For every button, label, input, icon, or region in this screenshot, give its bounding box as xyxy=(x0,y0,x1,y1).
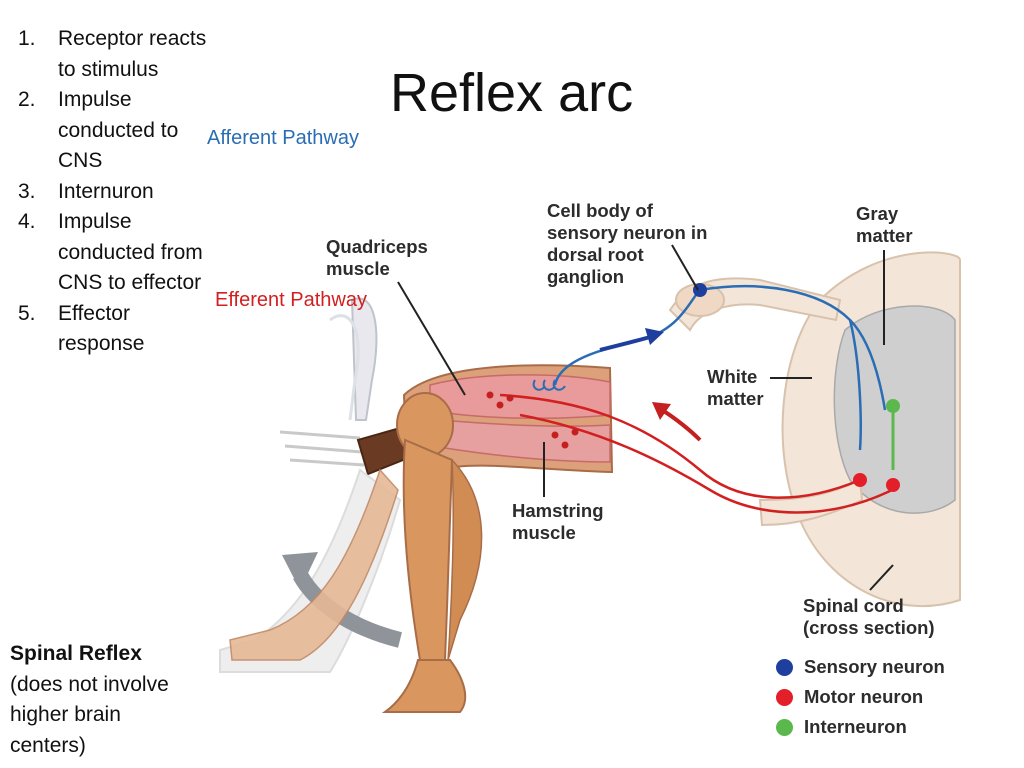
cell-body-label-line: sensory neuron in xyxy=(547,222,708,243)
step-text: Effector response xyxy=(58,301,145,356)
legend-label: Interneuron xyxy=(804,716,907,737)
step-item: 3. Internuron xyxy=(18,177,208,208)
spinal-reflex-line: (does not involve xyxy=(10,672,169,696)
white-matter-label-line: White xyxy=(707,366,758,387)
spinal-cord-label: Spinal cord (cross section) xyxy=(803,595,935,639)
motor-neuron-dot-icon xyxy=(776,688,793,706)
spinal-reflex-line: higher brain xyxy=(10,703,121,726)
neuron-legend: Sensory neuron Motor neuron Interneuron xyxy=(776,652,945,742)
efferent-pathway-label: Efferent Pathway xyxy=(215,289,367,311)
afferent-arrow-icon xyxy=(599,328,664,352)
motor-neuron-path xyxy=(499,393,893,514)
gray-matter-label: Gray matter xyxy=(856,203,913,247)
step-number: 1. xyxy=(18,27,36,50)
hammer-motion-lines xyxy=(279,430,365,467)
hamstring-label-line: muscle xyxy=(512,522,576,543)
afferent-pathway-label: Afferent Pathway xyxy=(207,127,359,149)
legend-item: Interneuron xyxy=(776,712,945,742)
step-number: 4. xyxy=(18,210,36,233)
legend-item: Motor neuron xyxy=(776,682,945,712)
white-matter-label: White matter xyxy=(707,366,764,410)
step-item: 2. Impulse conducted to CNS xyxy=(18,85,208,177)
quadriceps-label-line: muscle xyxy=(326,258,390,279)
leg xyxy=(229,364,614,713)
reflex-hammer-icon xyxy=(329,297,410,476)
cell-body-label-line: dorsal root xyxy=(547,244,644,265)
hamstring-label: Hamstring muscle xyxy=(512,500,604,544)
step-item: 4. Impulse conducted from CNS to effector xyxy=(18,207,208,299)
spinal-reflex-note: Spinal Reflex (does not involve higher b… xyxy=(10,639,205,761)
spinal-cord-label-line: (cross section) xyxy=(803,617,935,638)
sensory-neuron-dot-icon xyxy=(776,658,793,676)
cell-body-label: Cell body of sensory neuron in dorsal ro… xyxy=(547,200,707,288)
white-matter-label-line: matter xyxy=(707,388,764,409)
step-text: Impulse conducted from CNS to effector xyxy=(58,210,203,294)
motor-neuron-cell-body-2 xyxy=(886,478,900,492)
legend-label: Motor neuron xyxy=(804,686,924,707)
steps-list: 1. Receptor reacts to stimulus 2. Impulse … xyxy=(18,24,208,360)
spinal-reflex-line: centers) xyxy=(10,733,86,757)
gray-matter-label-line: Gray xyxy=(856,203,899,224)
page-title: Reflex arc xyxy=(390,63,634,123)
step-number: 5. xyxy=(18,301,36,325)
quadriceps-label: Quadriceps muscle xyxy=(326,236,428,280)
label-pointer-lines xyxy=(397,244,894,591)
legend-label: Sensory neuron xyxy=(804,656,945,677)
effector-endings-icon xyxy=(486,391,579,449)
receptor-icon xyxy=(532,379,566,391)
interneuron-cell-body xyxy=(886,399,900,413)
spinal-reflex-title: Spinal Reflex xyxy=(10,642,142,665)
efferent-arrow-icon xyxy=(652,402,702,442)
cell-body-label-line: Cell body of xyxy=(547,200,653,221)
step-text: Impulse conducted to CNS xyxy=(58,88,179,172)
step-number: 2. xyxy=(18,88,36,111)
interneuron-dot-icon xyxy=(776,718,793,736)
spinal-cord-label-line: Spinal cord xyxy=(803,595,904,616)
hamstring-label-line: Hamstring xyxy=(512,500,604,521)
step-item: 5. Effector response xyxy=(18,299,208,360)
cell-body-label-line: ganglion xyxy=(547,266,625,287)
step-text: Receptor reacts to stimulus xyxy=(58,27,207,81)
spinal-cord-cross-section xyxy=(668,251,961,608)
gray-matter-label-line: matter xyxy=(856,225,913,246)
motor-neuron-cell-body xyxy=(853,473,867,487)
step-number: 3. xyxy=(18,179,36,203)
quadriceps-label-line: Quadriceps xyxy=(326,236,428,257)
legend-item: Sensory neuron xyxy=(776,652,945,682)
step-item: 1. Receptor reacts to stimulus xyxy=(18,24,208,85)
step-text: Internuron xyxy=(58,179,154,203)
